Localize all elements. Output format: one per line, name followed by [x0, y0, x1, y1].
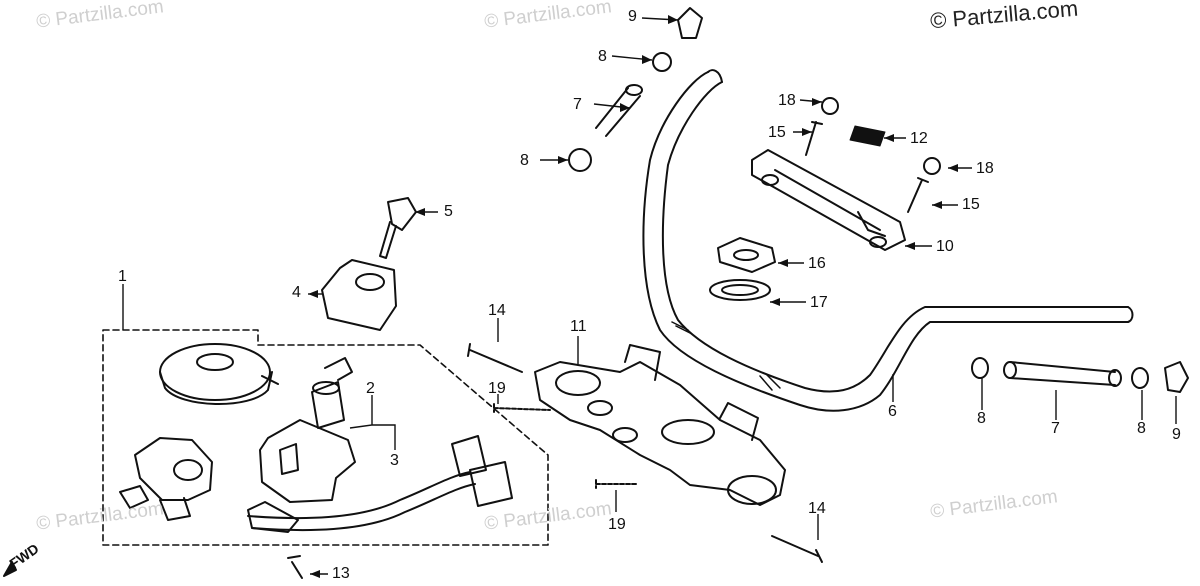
collar-8a [652, 52, 672, 72]
collar-8d [1131, 367, 1149, 389]
top-bridge [534, 344, 786, 506]
callout-14a: 14 [488, 302, 506, 319]
ignition-switch [259, 357, 356, 503]
ignition-assembly-box [102, 329, 549, 546]
callout-4: 4 [292, 284, 301, 301]
cap-18a [821, 97, 839, 115]
callout-17: 17 [810, 294, 828, 311]
cap-18b [923, 157, 941, 175]
collar-8c [971, 357, 989, 379]
callout-2: 2 [366, 380, 375, 397]
key [379, 197, 417, 259]
callout-10: 10 [936, 238, 954, 255]
callout-19a: 19 [488, 380, 506, 397]
handlebar [642, 69, 1134, 412]
collar-8b [568, 148, 592, 172]
washer-17 [709, 279, 771, 301]
weight-9b [1164, 361, 1189, 393]
callout-11: 11 [570, 318, 587, 335]
wire-harness [247, 435, 513, 533]
fwd-arrow [3, 561, 17, 577]
callout-13: 13 [332, 565, 350, 582]
callout-18a: 18 [778, 92, 796, 109]
screw-13 [287, 555, 303, 579]
upper-holder [751, 149, 906, 251]
bolt-14a [467, 343, 523, 373]
callout-8a: 8 [598, 48, 607, 65]
bolt-15a [805, 121, 823, 156]
callout-15b: 15 [962, 196, 980, 213]
callout-15a: 15 [768, 124, 786, 141]
callout-7b: 7 [1051, 420, 1060, 437]
ignition-cap [159, 343, 279, 405]
callout-8c: 8 [977, 410, 986, 427]
callout-8d: 8 [1137, 420, 1146, 437]
callout-18b: 18 [976, 160, 994, 177]
bolt-15b [907, 177, 929, 213]
weight-9a [677, 7, 703, 39]
callout-5: 5 [444, 203, 453, 220]
weight-7b [1009, 361, 1116, 386]
callout-7a: 7 [573, 96, 582, 113]
callout-12: 12 [910, 130, 928, 147]
callout-14b: 14 [808, 500, 826, 517]
pin-19a [493, 403, 551, 413]
pin-19b [595, 479, 639, 489]
steering-lock [119, 437, 213, 521]
bolt-14b [771, 535, 823, 563]
callout-1: 1 [118, 268, 127, 285]
callout-19b: 19 [608, 516, 626, 533]
nut-16 [717, 237, 776, 273]
callout-8b: 8 [520, 152, 529, 169]
callout-3: 3 [390, 452, 399, 469]
callout-6: 6 [888, 403, 897, 420]
switch-cover [321, 259, 397, 331]
weight-7a [595, 87, 641, 137]
callout-9a: 9 [628, 8, 637, 25]
callout-16: 16 [808, 255, 826, 272]
callout-9b: 9 [1172, 426, 1181, 443]
sticker [849, 125, 886, 147]
